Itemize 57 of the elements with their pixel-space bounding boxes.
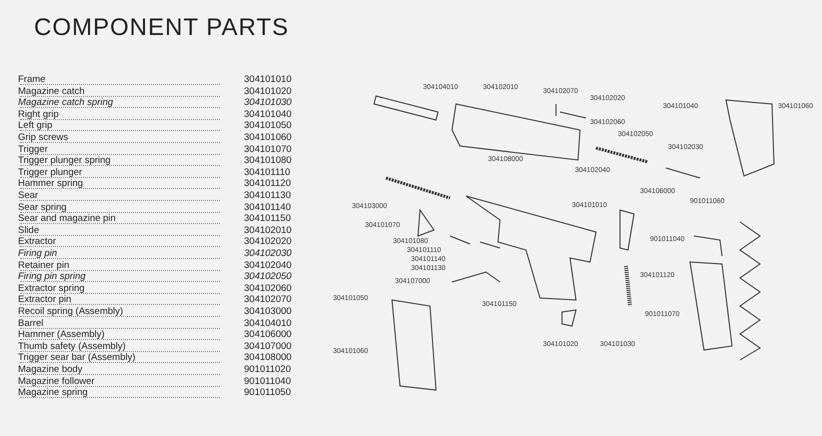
part-number: 304101060: [244, 132, 292, 143]
part-name: Trigger plunger spring: [18, 155, 111, 166]
part-name: Sear and magazine pin: [18, 213, 116, 224]
part-name: Hammer (Assembly): [18, 329, 105, 340]
part-number: 901011020: [244, 364, 291, 375]
part-name: Recoil spring (Assembly): [18, 306, 124, 317]
part-name: Barrel: [18, 318, 44, 329]
part-name: Frame: [18, 74, 46, 85]
part-number: 901011040: [244, 376, 291, 387]
part-number: 304102010: [244, 224, 292, 236]
part-name: Magazine body: [18, 364, 82, 375]
part-number: 304103000: [244, 306, 292, 317]
page-title: COMPONENT PARTS: [34, 14, 290, 42]
part-number: 304101110: [244, 166, 290, 178]
part-name: Sear: [18, 190, 38, 201]
part-number: 304102060: [244, 282, 292, 294]
part-number: 304101140: [244, 202, 291, 213]
part-number: 901011050: [244, 387, 291, 398]
part-number: 304101080: [244, 155, 292, 166]
part-name: Magazine spring: [18, 387, 88, 398]
part-name: Extractor: [18, 236, 56, 248]
part-name: Thumb safety (Assembly): [18, 340, 126, 352]
part-number: 304101120: [244, 178, 291, 190]
part-number: 304102020: [244, 236, 292, 248]
part-name: Magazine catch: [18, 86, 85, 97]
part-name: Firing pin: [18, 248, 58, 259]
part-number: 304102030: [244, 248, 292, 259]
part-number: 304101040: [244, 108, 292, 120]
part-number: 304102040: [244, 260, 292, 271]
part-name: Extractor pin: [18, 294, 72, 306]
part-number: 304104010: [244, 318, 292, 329]
part-name: Sear spring: [18, 202, 67, 213]
part-number: 304106000: [244, 329, 292, 340]
part-number: 304101130: [244, 190, 291, 201]
part-name: Right grip: [18, 108, 59, 120]
part-name: Firing pin spring: [18, 271, 86, 282]
part-number: 304101010: [244, 74, 292, 85]
part-number: 304102050: [244, 271, 292, 282]
part-number: 304102070: [244, 294, 292, 306]
part-name: Grip screws: [18, 132, 68, 143]
part-name: Slide: [18, 224, 40, 236]
part-name: Trigger sear bar (Assembly): [18, 352, 136, 364]
part-number: 304101150: [244, 213, 291, 224]
part-name: Trigger: [18, 144, 48, 155]
part-number: 304107000: [244, 340, 292, 352]
part-name: Magazine catch spring: [18, 97, 114, 108]
part-name: Magazine follower: [18, 376, 95, 387]
part-number: 304101050: [244, 120, 292, 132]
part-name: Retainer pin: [18, 260, 70, 271]
part-name: Left grip: [18, 120, 52, 132]
part-number: 304101030: [244, 97, 292, 108]
part-number: 304101020: [244, 86, 292, 97]
part-number: 304101070: [244, 144, 292, 155]
part-number: 304108000: [244, 352, 292, 364]
part-name: Hammer spring: [18, 178, 83, 190]
part-name: Trigger plunger: [18, 166, 82, 178]
part-name: Extractor spring: [18, 282, 85, 294]
